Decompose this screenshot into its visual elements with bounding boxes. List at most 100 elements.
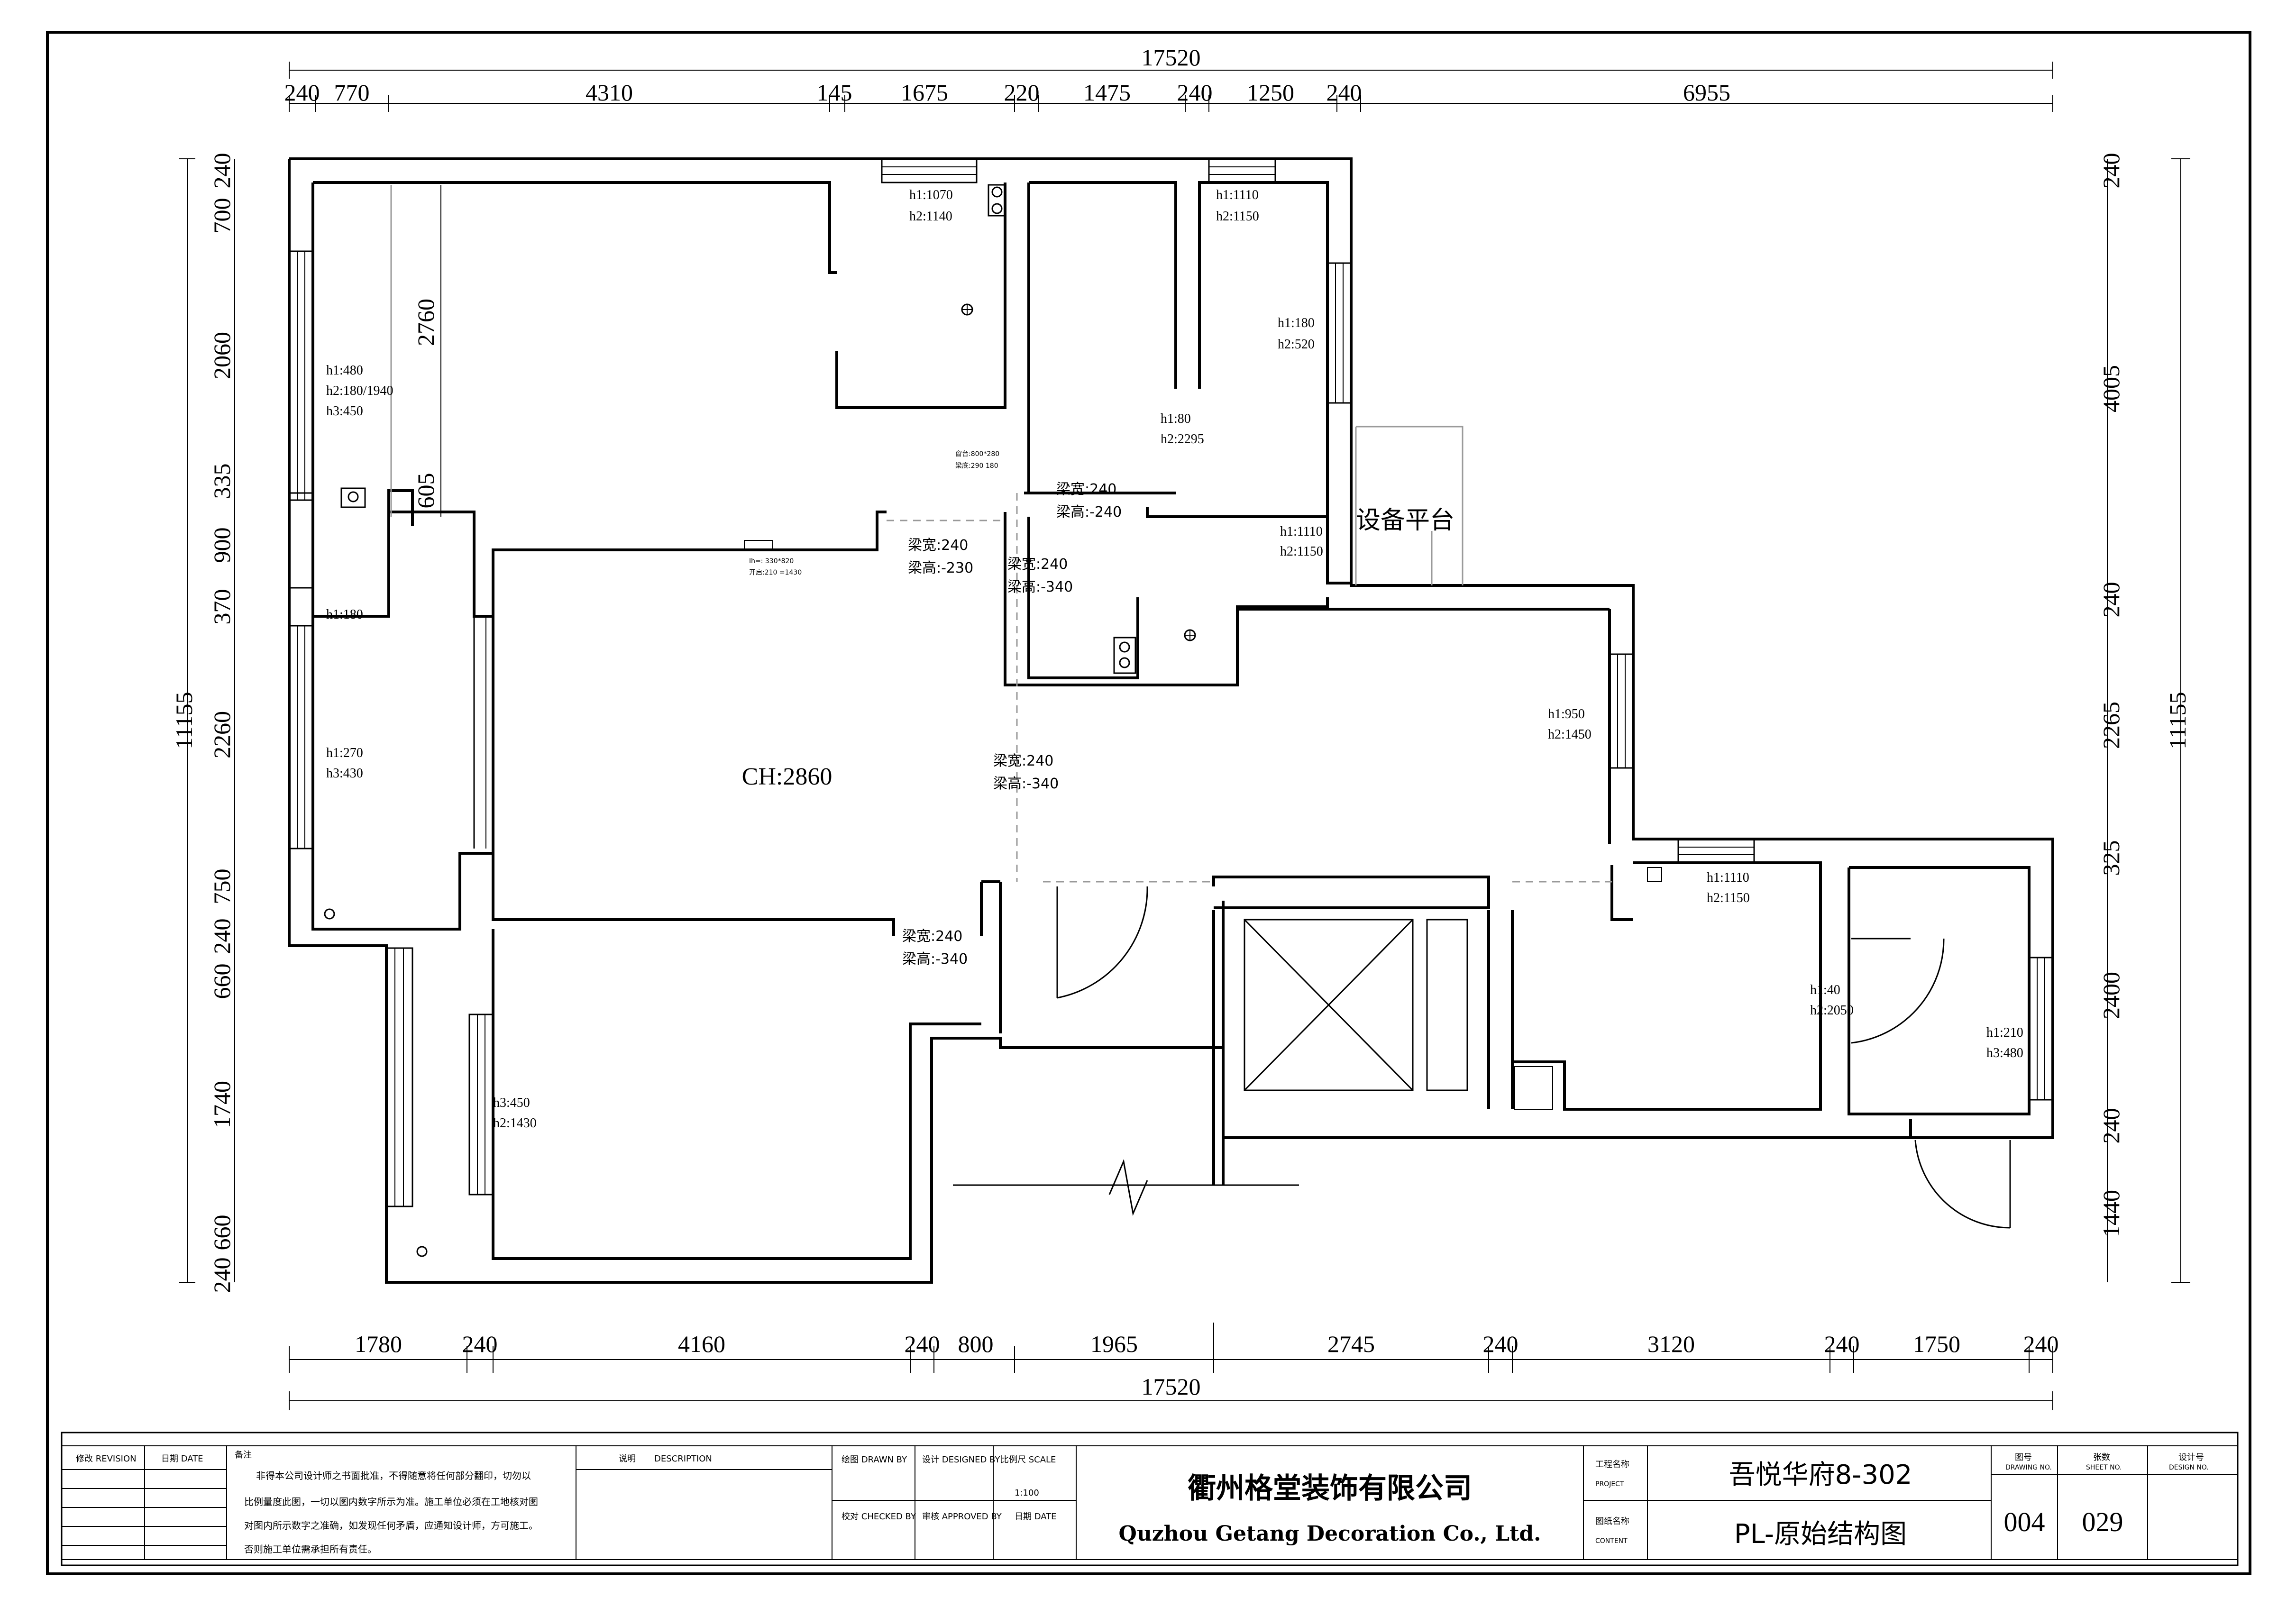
- tb-sheet-no: 029: [2082, 1507, 2123, 1537]
- tb-project-name: 吾悦华府8-302: [1729, 1460, 1912, 1490]
- tb-scale-value: 1:100: [1015, 1488, 1039, 1498]
- bottom-dim-8: 240: [1483, 1331, 1518, 1357]
- win-6-h2: h2:1150: [1280, 544, 1323, 559]
- bottom-dim-12: 240: [2023, 1331, 2059, 1357]
- bottom-dim-9: 3120: [1647, 1331, 1695, 1357]
- right-total-dim: 11155: [2164, 692, 2191, 749]
- tiny-note-3: Ih=: 330*820: [749, 557, 794, 565]
- tb-company-en: Quzhou Getang Decoration Co., Ltd.: [1119, 1522, 1541, 1546]
- sheet-border: [46, 31, 2251, 1575]
- doors: [953, 886, 2011, 1229]
- beam-5-width: 梁宽:240: [902, 928, 962, 945]
- equipment-platform-label: 设备平台: [1356, 507, 1454, 534]
- win-4-h2: h2:180/1940: [326, 383, 393, 398]
- win-5-h1: h1:80: [1161, 411, 1191, 426]
- tb-drawn-by: 绘图 DRAWN BY: [842, 1455, 907, 1465]
- win-13-h3: h3:450: [493, 1096, 530, 1110]
- bottom-dim-5: 800: [958, 1331, 994, 1357]
- tiny-note-4: 开启:210 =1430: [749, 569, 802, 576]
- left-dim-1: 240: [209, 153, 235, 189]
- win-10-h1: h1:1110: [1707, 870, 1749, 885]
- beam-3-width: 梁宽:240: [1007, 556, 1068, 573]
- tb-scale-label: 比例尺 SCALE: [1000, 1455, 1056, 1465]
- tb-revision-label: 修改 REVISION: [76, 1454, 137, 1464]
- top-dim-11: 6955: [1683, 79, 1730, 106]
- left-dim-8: 750: [209, 869, 235, 904]
- left-dim-11: 1740: [209, 1081, 235, 1128]
- top-dimensions: 17520 240 770 4310 145 1675 220 1475 240…: [284, 44, 2053, 112]
- bottom-dim-11: 1750: [1913, 1331, 1960, 1357]
- tb-notes-line-3: 对图内所示数字之准确，如发现任何矛盾，应通知设计师，方可施工。: [244, 1520, 538, 1531]
- tb-drawing-label: 图纸名称: [1595, 1516, 1629, 1526]
- elevator-shaft: [1244, 919, 1468, 1091]
- ceiling-height-label: CH:2860: [742, 763, 832, 790]
- left-dim-3: 2060: [209, 332, 235, 379]
- tb-notes-line-2: 比例量度此图，一切以图内数字所示为准。施工单位必须在工地核对图: [244, 1496, 538, 1507]
- top-dim-4: 145: [817, 79, 852, 106]
- tb-approved-by: 审核 APPROVED BY: [922, 1512, 1002, 1522]
- tb-description-en: DESCRIPTION: [654, 1454, 712, 1464]
- left-dimensions: 11155 240 700 2060 335 900 370 2260 750 …: [171, 153, 235, 1293]
- beam-annotations: 梁宽:240 梁高:-240 梁宽:240 梁高:-230 梁宽:240 梁高:…: [902, 481, 1122, 968]
- win-12-h1: h1:210: [1986, 1025, 2023, 1040]
- right-dim-6: 2400: [2098, 972, 2124, 1019]
- win-5-h2: h2:2295: [1161, 432, 1204, 447]
- tb-drawing-name: PL-原始结构图: [1734, 1519, 1907, 1550]
- win-4-h1: h1:480: [326, 363, 363, 378]
- bottom-dim-7: 2745: [1327, 1331, 1375, 1357]
- win-9-h2: h2:1450: [1548, 727, 1592, 742]
- fixtures: [324, 184, 1662, 1257]
- bottom-dim-1: 1780: [355, 1331, 402, 1357]
- left-dim-4: 335: [209, 464, 235, 499]
- win-13-h2: h2:1430: [493, 1116, 537, 1131]
- title-block: 修改 REVISION 日期 DATE 备注 非得本公司设计师之书面批准，不得随…: [61, 1432, 2239, 1566]
- beam-lines: [887, 493, 1612, 883]
- tb-designer-label: 设计号: [2178, 1452, 2204, 1462]
- tb-sheet-no-label-en: SHEET NO.: [2086, 1464, 2122, 1471]
- windows: [288, 158, 2054, 1207]
- tb-drawing-no-label: 图号: [2015, 1452, 2032, 1462]
- right-dimensions: 11155 240 4005 240 2265 325 2400 240 144…: [2098, 153, 2191, 1283]
- bottom-dimensions: 1780 240 4160 240 800 1965 2745 240 3120…: [289, 1323, 2059, 1410]
- right-dim-3: 240: [2098, 582, 2124, 618]
- win-6-h1: h1:1110: [1280, 524, 1323, 539]
- win-9-h1: h1:950: [1548, 707, 1585, 721]
- tiny-notes: 窗台:800*280 梁底:290 180 Ih=: 330*820 开启:21…: [749, 450, 999, 576]
- bottom-dim-4: 240: [905, 1331, 940, 1357]
- tb-checked-by: 校对 CHECKED BY: [842, 1512, 916, 1522]
- window-annotations: h1:1070 h2:1140 h1:1110 h2:1150 h1:180 h…: [326, 188, 2023, 1131]
- tb-date-label: 日期 DATE: [161, 1454, 203, 1464]
- win-2-h2: h2:1150: [1216, 209, 1259, 224]
- right-dim-8: 1440: [2098, 1190, 2124, 1237]
- right-dim-7: 240: [2098, 1108, 2124, 1144]
- win-8-h3: h3:430: [326, 766, 363, 781]
- bottom-dim-2: 240: [462, 1331, 498, 1357]
- tb-notes-line-4: 否则施工单位需承担所有责任。: [244, 1543, 377, 1555]
- left-dim-6: 370: [209, 589, 235, 625]
- top-dim-2: 770: [334, 79, 370, 106]
- top-dim-6: 220: [1004, 79, 1040, 106]
- beam-4-width: 梁宽:240: [993, 753, 1053, 769]
- top-dim-8: 240: [1177, 79, 1213, 106]
- right-dim-5: 325: [2098, 840, 2124, 876]
- win-3-h1: h1:180: [1278, 316, 1315, 330]
- tb-drawing-no: 004: [2004, 1507, 2045, 1537]
- left-dim-7: 2260: [209, 711, 235, 758]
- left-dim-10: 660: [209, 964, 235, 999]
- win-8-h1: h1:270: [326, 746, 363, 760]
- tb-project-label-en: PROJECT: [1595, 1480, 1624, 1488]
- beam-1-width: 梁宽:240: [1056, 481, 1116, 498]
- interior-dim-605: 605: [412, 473, 439, 509]
- bottom-total-dim: 17520: [1142, 1373, 1201, 1400]
- right-dim-2: 4005: [2098, 365, 2124, 412]
- top-dim-10: 240: [1326, 79, 1362, 106]
- top-dim-1: 240: [284, 79, 320, 106]
- beam-5-height: 梁高:-340: [902, 951, 968, 968]
- left-dim-12: 660: [209, 1215, 235, 1251]
- beam-4-height: 梁高:-340: [993, 776, 1059, 792]
- top-dim-9: 1250: [1247, 79, 1294, 106]
- win-12-h3: h3:480: [1986, 1046, 2023, 1060]
- left-total-dim: 11155: [171, 692, 197, 749]
- win-3-h2: h2:520: [1278, 337, 1315, 352]
